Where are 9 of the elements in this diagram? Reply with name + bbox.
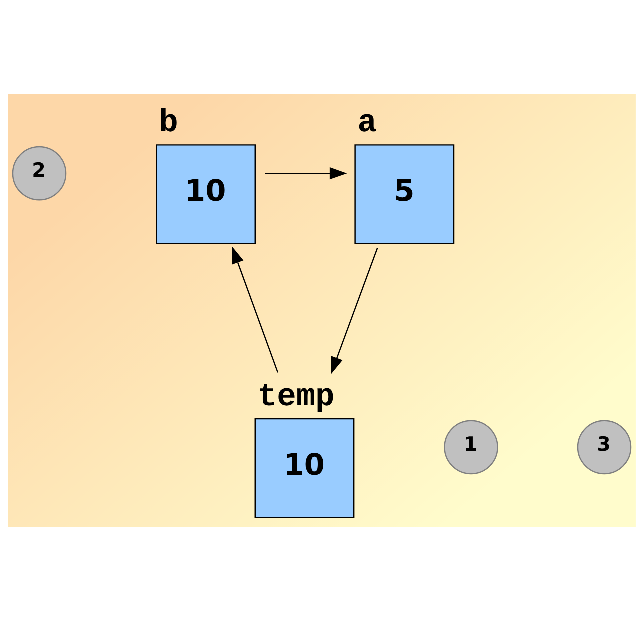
- arrow: [331, 248, 378, 374]
- node-circle: 2: [12, 146, 67, 201]
- node-circle: 1: [444, 420, 498, 475]
- node-label: temp: [258, 378, 335, 416]
- node-label: a: [358, 104, 378, 142]
- node-circle: 3: [577, 420, 632, 475]
- arrow: [232, 246, 279, 373]
- node-label: b: [159, 104, 178, 142]
- arrow: [265, 168, 348, 180]
